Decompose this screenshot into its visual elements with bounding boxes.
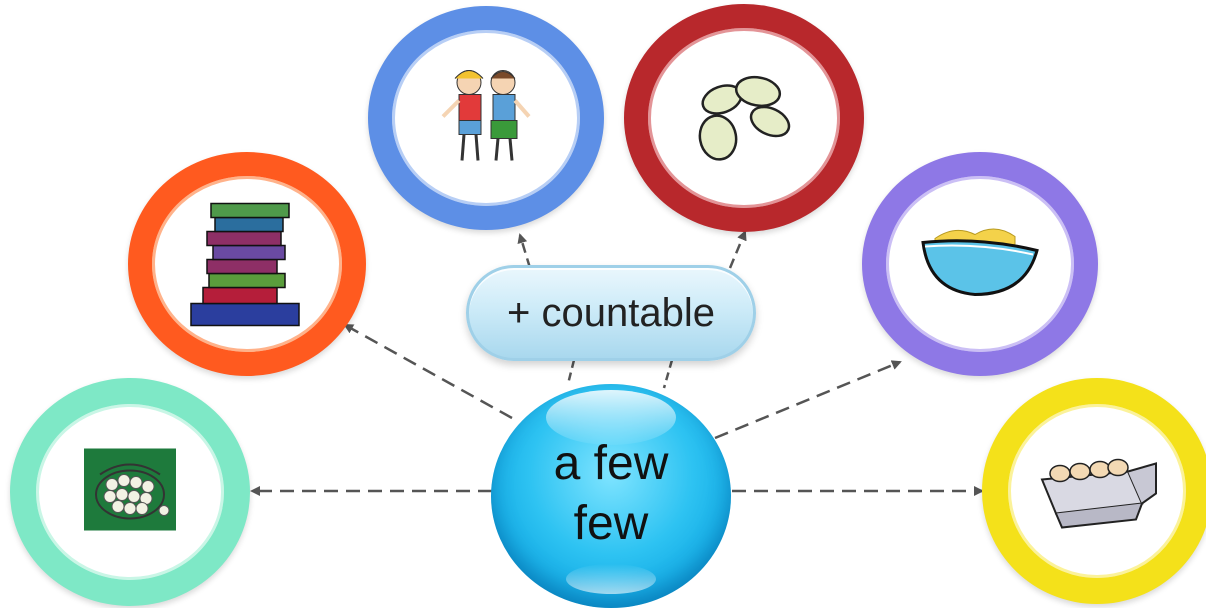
ring-bowl xyxy=(862,152,1098,376)
children-friends-icon xyxy=(431,61,541,176)
ring-books xyxy=(128,152,366,376)
center-gloss xyxy=(546,390,676,445)
book-stack-icon xyxy=(187,192,307,337)
center-text-line1: a few xyxy=(553,437,669,490)
countable-label-pill: + countable xyxy=(466,265,756,361)
arrow-to-beans xyxy=(728,230,747,269)
beans-icon xyxy=(684,66,804,171)
ring-beans xyxy=(624,4,864,232)
ring-children xyxy=(368,6,604,230)
countable-label: + countable xyxy=(507,290,715,335)
center-gloss-bottom xyxy=(566,564,656,594)
ring-golf-balls xyxy=(10,378,250,606)
connector-right xyxy=(662,359,674,389)
egg-carton-icon xyxy=(1032,444,1162,539)
golf-balls-basket-icon xyxy=(80,445,180,540)
arrow-to-bowl xyxy=(714,360,902,440)
bowl-icon xyxy=(915,217,1045,312)
center-text-line2: few xyxy=(573,497,649,550)
connector-left xyxy=(566,359,576,385)
arrow-to-children xyxy=(517,233,532,269)
ring-egg-carton xyxy=(982,378,1206,604)
center-bubble: a few few xyxy=(491,384,731,608)
arrow-to-books xyxy=(343,323,513,420)
